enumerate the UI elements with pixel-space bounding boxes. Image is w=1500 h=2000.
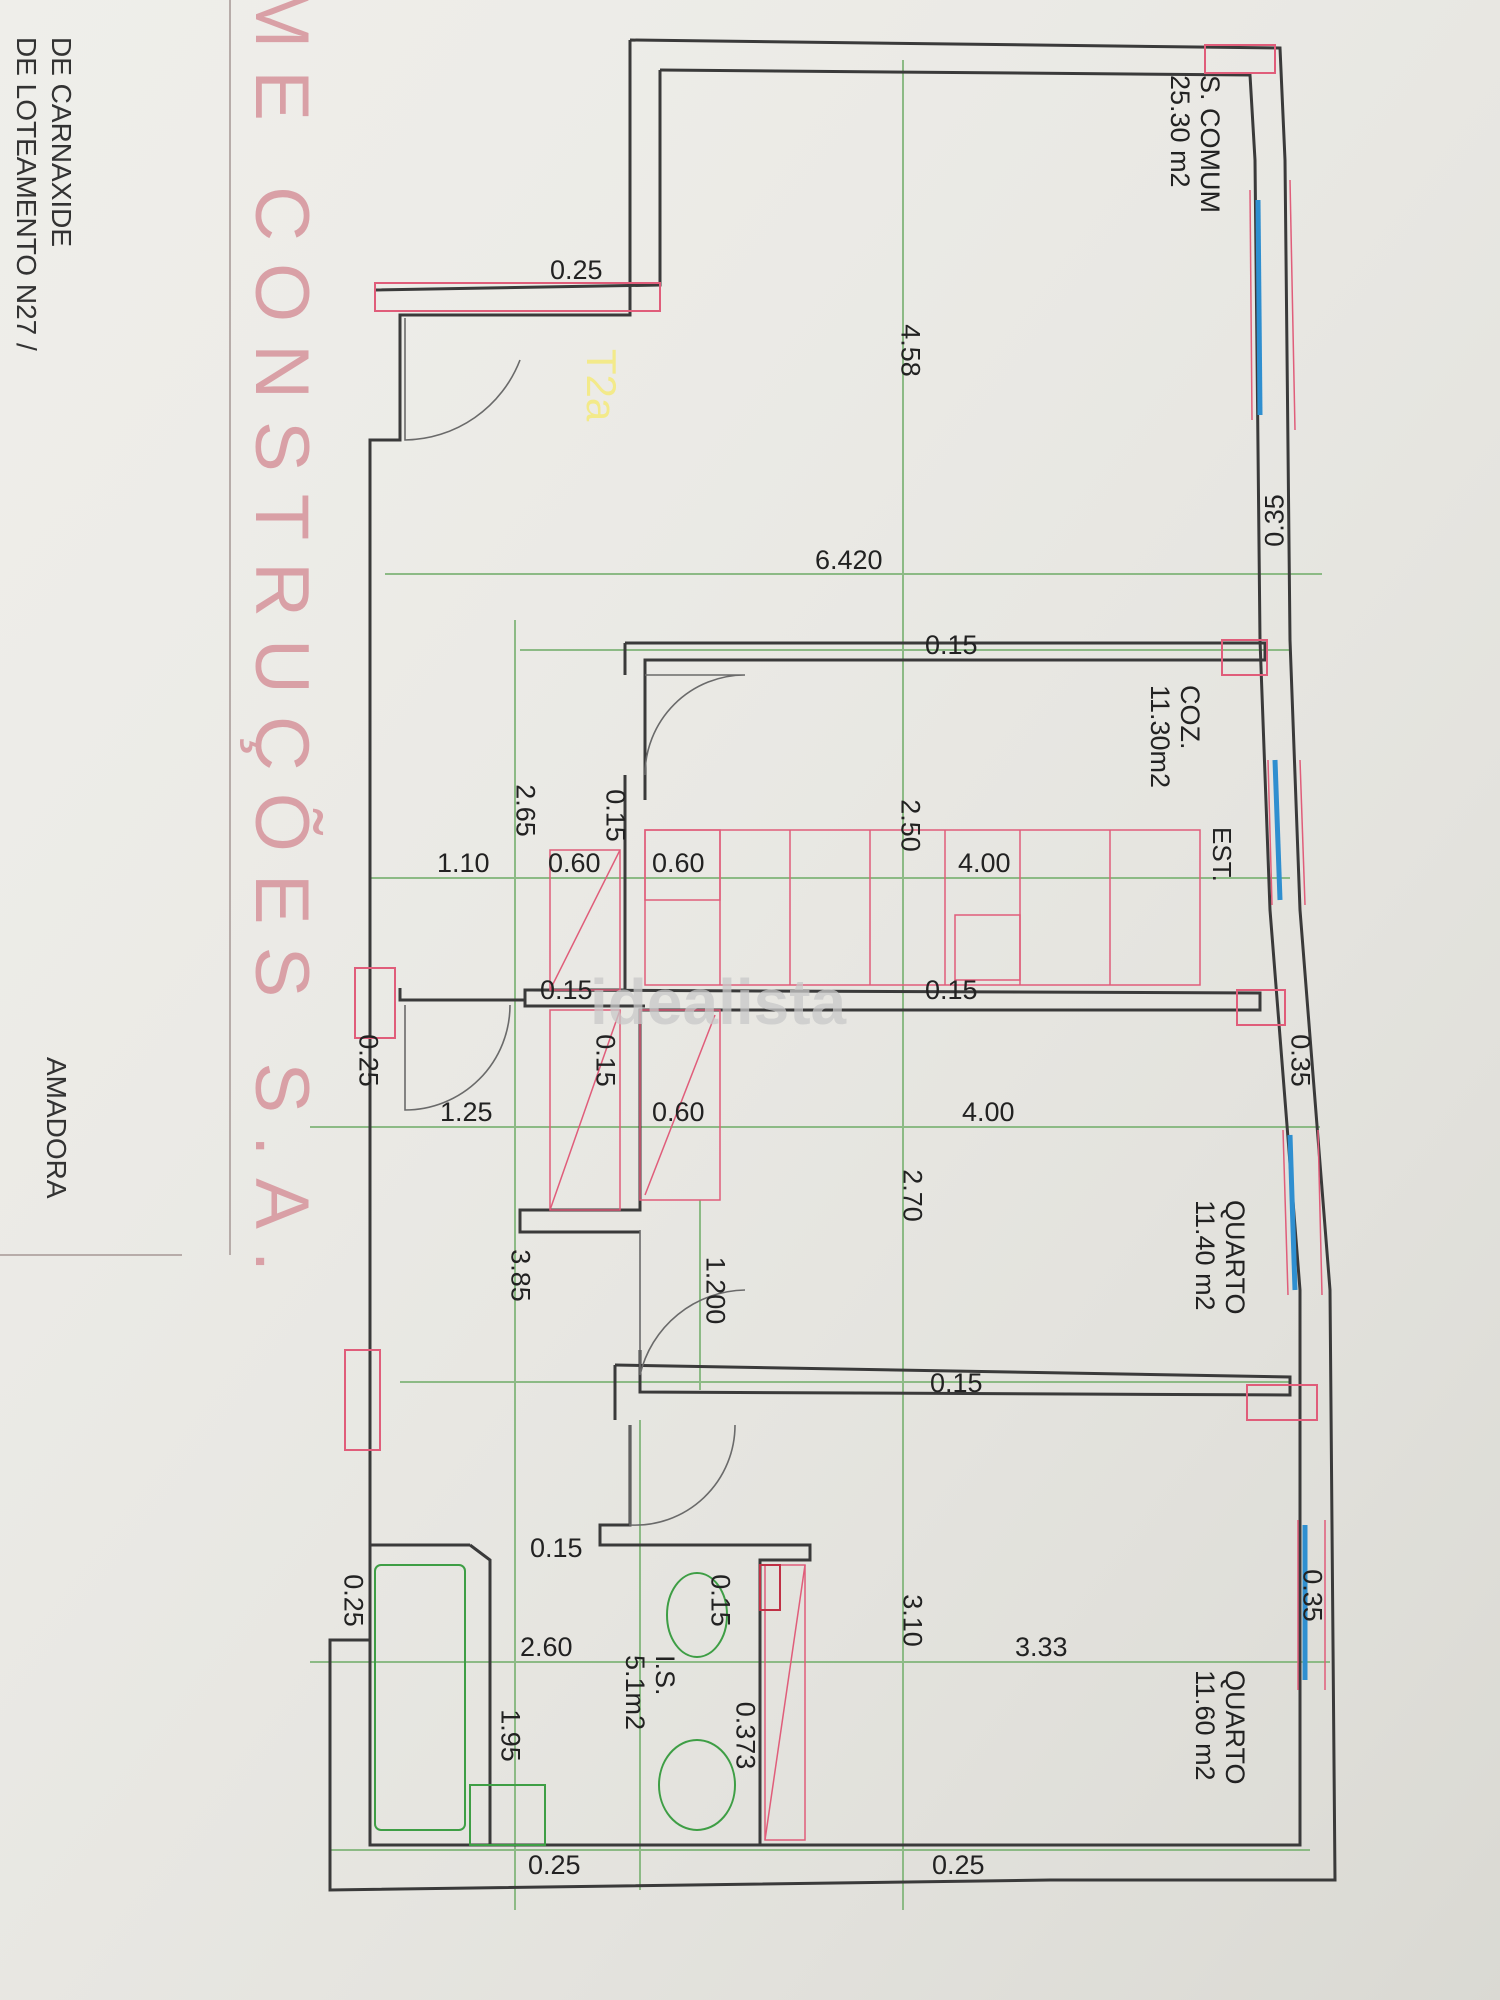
room-bedroom-1-area: 11.40 m2 — [1190, 1200, 1220, 1311]
window-frames — [344, 44, 1318, 1451]
dim-hall-width-2: 1.25 — [440, 1097, 493, 1127]
room-bedroom-2-name: QUARTO — [1220, 1670, 1250, 1785]
dim-bedroom-1-length: 2.70 — [897, 1169, 928, 1222]
dim-closet-wall: 0.15 — [590, 1034, 621, 1087]
windows — [1255, 199, 1308, 1680]
dim-bottom-wall-2: 0.25 — [932, 1850, 985, 1880]
dim-kitchen-wall-2: 0.15 — [925, 975, 978, 1005]
dim-hall-length-2: 3.85 — [505, 1249, 536, 1302]
dim-hall-width-1: 1.10 — [437, 848, 490, 878]
room-kitchen-name: COZ. — [1175, 685, 1205, 750]
room-common-label: S. COMUM 25.30 m2 — [1145, 75, 1225, 245]
header-line-2: DE LOTEAMENTO N27 / — [11, 37, 42, 351]
header-line-1: DE CARNAXIDE — [46, 37, 77, 248]
dim-kitchen-width: 4.00 — [958, 848, 1011, 878]
dim-wardrobe-width: 0.60 — [652, 1097, 705, 1127]
toilet — [666, 1572, 728, 1658]
dim-top-ledge: 0.25 — [550, 255, 603, 285]
washbasin — [469, 1784, 546, 1846]
dimension-lines — [310, 60, 1330, 1910]
dim-bottom-wall-1: 0.25 — [528, 1850, 581, 1880]
room-bathroom-area: 5.1m2 — [620, 1655, 650, 1731]
walls — [328, 38, 1337, 1892]
shaft-marker — [759, 1564, 781, 1611]
doors — [404, 318, 746, 1526]
dim-hall-length: 2.65 — [510, 784, 541, 837]
room-common-name: S. COMUM — [1195, 75, 1225, 213]
room-bedroom-1-name: QUARTO — [1220, 1200, 1250, 1315]
dim-right-wall-2: 0.35 — [1285, 1034, 1316, 1087]
dim-door-width: 1.200 — [700, 1256, 731, 1325]
dim-bedroom-2-length: 3.10 — [897, 1594, 928, 1647]
room-bedroom-2-label: QUARTO 11.60 m2 — [1180, 1670, 1250, 1840]
dim-shaft: 0.373 — [730, 1701, 761, 1770]
room-bedroom-1-label: QUARTO 11.40 m2 — [1180, 1200, 1250, 1370]
dim-kitchen-length: 2.50 — [895, 799, 926, 852]
dim-bath-width: 2.60 — [520, 1632, 573, 1662]
room-bathroom-label: I.S. 5.1m2 — [610, 1655, 680, 1765]
dim-bath-wall: 0.15 — [530, 1533, 583, 1563]
dim-hall-wall: 0.15 — [540, 975, 593, 1005]
room-bathroom-name: I.S. — [650, 1655, 680, 1696]
room-kitchen-label: COZ. 11.30m2 — [1135, 685, 1205, 825]
room-bedroom-2-area: 11.60 m2 — [1190, 1670, 1220, 1781]
room-kitchen-area: 11.30m2 — [1145, 685, 1175, 789]
header-place: AMADORA — [41, 1057, 72, 1199]
bathtub — [374, 1564, 466, 1831]
dim-pantry-wall: 0.15 — [600, 789, 631, 842]
watermark: idealista — [590, 966, 847, 1038]
dim-left-wall-1: 0.25 — [353, 1034, 384, 1087]
dim-right-wall-3: 0.35 — [1297, 1569, 1328, 1622]
dim-cabinet-width: 0.60 — [652, 848, 705, 878]
kitchen-counter — [644, 829, 1201, 986]
dim-bedroom-2-width: 3.33 — [1015, 1632, 1068, 1662]
dim-living-length: 4.58 — [895, 324, 926, 377]
dim-right-wall-1: 0.35 — [1259, 494, 1290, 547]
dim-bath-length: 1.95 — [495, 1709, 526, 1762]
unit-label: T2a — [578, 348, 625, 422]
room-common-area: 25.30 m2 — [1165, 75, 1195, 188]
closets — [549, 849, 806, 1841]
dim-total-width: 6.420 — [815, 545, 883, 575]
dim-bedroom-wall: 0.15 — [930, 1368, 983, 1398]
window-glass-lines — [1249, 179, 1326, 1690]
dim-bedroom-1-width: 4.00 — [962, 1097, 1015, 1127]
company-name: ME CONSTRUÇÕES S.A. — [239, 0, 324, 1294]
dim-pantry-width: 0.60 — [548, 848, 601, 878]
dim-left-wall-2: 0.25 — [338, 1574, 369, 1627]
room-storage-label: EST. — [1207, 827, 1237, 882]
bathroom-fixtures — [374, 1564, 736, 1846]
bidet — [658, 1739, 736, 1831]
dim-kitchen-wall: 0.15 — [925, 630, 978, 660]
dim-bath-partition: 0.15 — [705, 1574, 736, 1627]
